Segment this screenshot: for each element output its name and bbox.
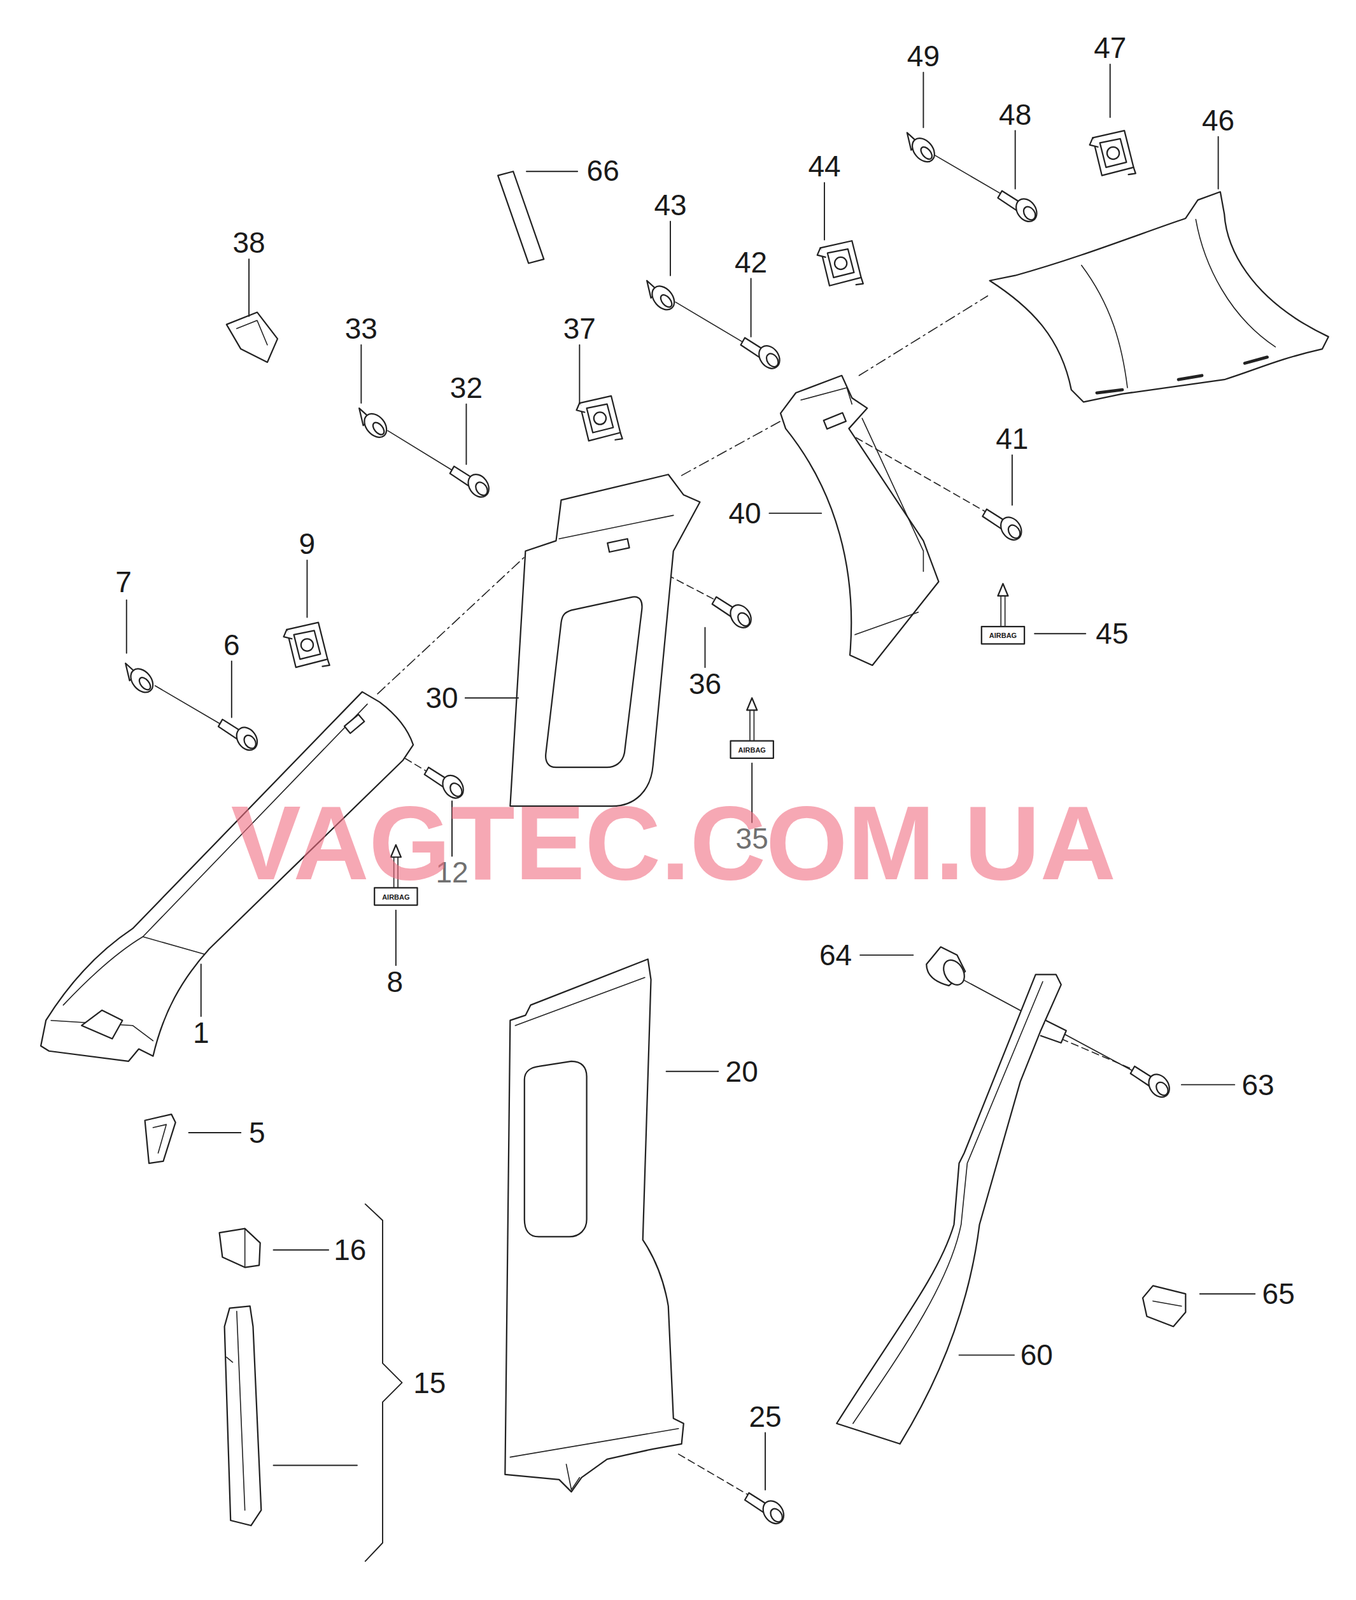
callout-number: 66	[586, 155, 620, 186]
callout-number: 60	[1020, 1340, 1053, 1370]
callout-number: 47	[1093, 33, 1127, 63]
callout-number: 63	[1242, 1070, 1275, 1100]
callout-number: 36	[688, 669, 722, 699]
callout-number: 5	[248, 1117, 266, 1148]
callout-number: 15	[413, 1368, 446, 1398]
callout-number: 8	[386, 967, 403, 997]
callout-number: 42	[734, 247, 768, 277]
callout-number: 25	[748, 1401, 782, 1432]
watermark: VAGTEC.COM.UA	[231, 790, 1116, 896]
callout-number: 16	[333, 1235, 367, 1265]
callout-number: 46	[1201, 105, 1235, 135]
callout-number: 45	[1095, 618, 1129, 649]
callout-number: 41	[995, 423, 1029, 454]
callout-number: 6	[223, 630, 241, 660]
callout-number: 40	[728, 498, 761, 528]
tag-text: AIRBAG	[989, 632, 1017, 640]
callout-number: 65	[1262, 1278, 1295, 1309]
callout-number: 38	[232, 227, 265, 258]
callout-number: 9	[299, 529, 316, 559]
callout-number: 1	[192, 1017, 210, 1048]
callout-number: 32	[450, 373, 483, 403]
callout-number: 49	[907, 41, 940, 71]
callout-number: 64	[819, 940, 852, 970]
callout-number: 33	[345, 313, 378, 344]
callout-number: 44	[807, 151, 841, 181]
callout-number: 48	[998, 99, 1032, 130]
callout-number: 7	[115, 567, 132, 597]
callout-number: 20	[725, 1056, 759, 1087]
callout-number: 30	[425, 683, 458, 713]
callout-number: 37	[563, 313, 596, 344]
tag-text: AIRBAG	[737, 746, 766, 754]
callout-number: 43	[653, 190, 687, 220]
